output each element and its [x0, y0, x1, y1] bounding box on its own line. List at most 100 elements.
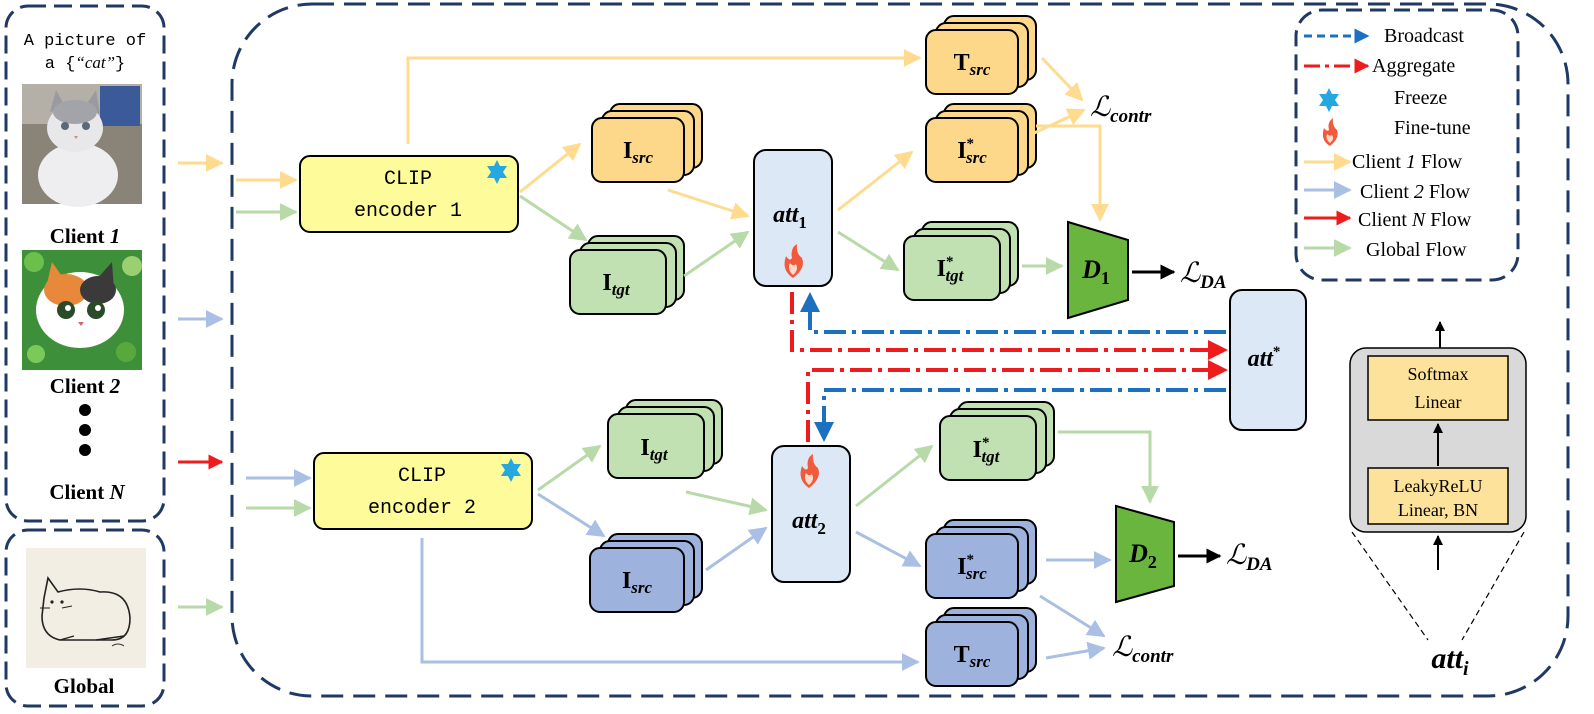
client1-label: Client 1	[50, 224, 121, 248]
ellipsis-dot	[79, 444, 91, 456]
finetune-flame-icon	[800, 454, 819, 488]
client2-flow-arrow	[855, 530, 922, 568]
t-src-feature-stack	[925, 15, 1037, 95]
client2-flow-arrow	[537, 492, 606, 538]
client2-flow-arrow	[420, 538, 920, 671]
att-i-label: atti	[1431, 642, 1469, 680]
linear-label: Linear	[1415, 392, 1462, 412]
legend-aggregate-label: Aggregate	[1372, 55, 1455, 77]
legend-finetune-label: Fine-tune	[1394, 117, 1471, 139]
client2-label: Client 2	[50, 374, 121, 398]
clip-encoder-2-line2: encoder 2	[368, 497, 476, 520]
linear-bn-label: Linear, BN	[1398, 500, 1478, 520]
t-src-feature-stack	[925, 607, 1037, 687]
client2-flow-arrow	[705, 526, 768, 572]
contrastive-loss-bottom: ℒcontr	[1112, 632, 1174, 667]
i-star-src-label: I*src	[957, 136, 987, 167]
global-panel	[4, 528, 166, 708]
softmax-label: Softmax	[1408, 364, 1469, 384]
client2-flow-arrow	[1045, 641, 1106, 660]
legend-freeze-star-icon	[1319, 88, 1339, 112]
detail-zoom-line	[1461, 531, 1525, 641]
client1-flow-arrow	[837, 150, 914, 212]
client1-flow-arrow	[1040, 56, 1084, 102]
i-src-feature-stack	[591, 103, 703, 183]
i-star-tgt-label: I*tgt	[937, 254, 965, 285]
i-tgt-feature-stack	[569, 235, 685, 315]
d2-label: D2	[1128, 539, 1157, 572]
t-src-label: Tsrc	[954, 642, 991, 671]
freeze-star-icon	[501, 458, 521, 482]
client1-flow-arrow	[1036, 124, 1109, 222]
i-tgt-label: Itgt	[602, 270, 631, 299]
global-att-label: att*	[1248, 344, 1281, 372]
legend-client1-label: Client 1 Flow	[1352, 151, 1463, 173]
att2-module	[771, 445, 851, 583]
legend-client2-label: Client 2 Flow	[1360, 181, 1471, 203]
client1-flow-arrow	[667, 188, 750, 220]
clip-encoder-1-line2: encoder 1	[354, 200, 462, 223]
global-label: Global	[54, 674, 115, 698]
ellipsis-dot	[79, 424, 91, 436]
clip-encoder-2-line1: CLIP	[398, 465, 446, 488]
global-flow-arrow	[837, 230, 900, 272]
softmax-linear-block	[1367, 355, 1509, 421]
i-src-label: Isrc	[622, 568, 653, 597]
global-flow-arrow	[855, 444, 934, 508]
aggregate-arrow	[806, 360, 1228, 442]
detail-zoom-line	[1351, 531, 1429, 641]
legend-broadcast-label: Broadcast	[1384, 25, 1464, 47]
clientN-label: Client N	[49, 480, 125, 504]
clip-encoder-2	[313, 452, 533, 530]
leakyrelu-linear-bn-block	[1367, 467, 1509, 525]
i-tgt-label: Itgt	[640, 435, 669, 464]
leakyrelu-label: LeakyReLU	[1394, 476, 1483, 496]
client1-flow-arrow	[1031, 108, 1086, 136]
i-star-tgt-label: I*tgt	[973, 435, 1001, 466]
t-src-label: Tsrc	[954, 50, 991, 79]
d1-label: D1	[1081, 255, 1110, 288]
att2-label: att2	[792, 508, 826, 538]
broadcast-arrow	[814, 388, 1226, 442]
prompt-line-1: A picture of	[24, 32, 146, 51]
legend-global-label: Global Flow	[1366, 239, 1467, 261]
legend-flame-icon	[1322, 118, 1338, 146]
i-src-label: Isrc	[623, 138, 654, 167]
client2-flow-arrow	[1039, 594, 1106, 638]
main-panel	[230, 2, 1570, 698]
att1-label: att1	[773, 202, 807, 232]
i-star-tgt-feature-stack	[903, 221, 1019, 301]
aggregate-arrow	[790, 292, 1228, 360]
i-src-feature-stack	[589, 533, 703, 613]
legend-freeze-label: Freeze	[1394, 87, 1447, 109]
discriminator-d1	[1067, 220, 1129, 320]
client1-cat-photo	[22, 84, 142, 207]
i-star-tgt-feature-stack	[939, 401, 1055, 481]
da-loss-bottom: ℒDA	[1226, 540, 1273, 575]
clip-encoder-1-line1: CLIP	[384, 168, 432, 191]
att1-module	[753, 149, 833, 287]
i-star-src-feature-stack	[925, 103, 1037, 183]
global-flow-arrow	[537, 444, 602, 492]
prompt-line-2: a {“cat”}	[45, 53, 126, 74]
global-flow-arrow	[519, 194, 588, 242]
global-flow-arrow	[1058, 430, 1159, 504]
freeze-star-icon	[487, 160, 507, 184]
global-flow-arrow	[683, 230, 750, 278]
i-star-src-label: I*src	[957, 552, 987, 583]
da-loss-top: ℒDA	[1180, 258, 1227, 293]
client2-cartoon-cat-image	[22, 250, 142, 370]
discriminator-d2	[1115, 504, 1175, 604]
client1-flow-arrow	[519, 142, 582, 194]
clip-encoder-1	[299, 155, 519, 233]
i-tgt-feature-stack	[607, 399, 723, 479]
contrastive-loss-top: ℒcontr	[1090, 92, 1152, 127]
global-cat-sketch-image	[26, 548, 146, 668]
legend-clientN-label: Client N Flow	[1358, 209, 1472, 231]
legend-box	[1294, 8, 1520, 282]
finetune-flame-icon	[784, 244, 803, 278]
ellipsis-dot	[79, 404, 91, 416]
global-flow-arrow	[685, 490, 768, 516]
client1-flow-arrow	[406, 49, 922, 144]
broadcast-arrow	[800, 292, 1226, 334]
